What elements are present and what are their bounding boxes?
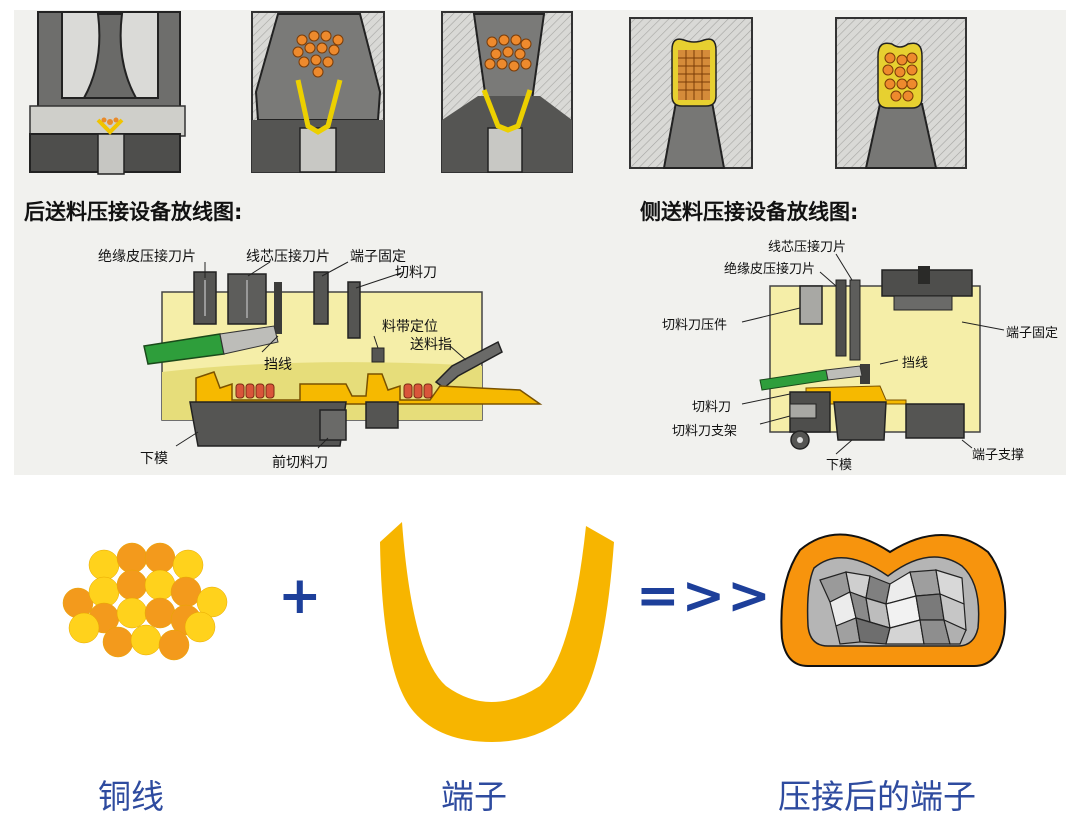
wire-sketch [143,325,279,365]
label-wire-stop-side: 挡线 [902,356,929,371]
label-cutter-bracket: 切料刀支架 [672,424,738,439]
label-terminal-support: 端子支撑 [972,448,1025,463]
cutter-bracket-sketch [789,391,831,450]
rear-feed-leader-lines [175,261,467,449]
lower-die-sketch [189,401,347,447]
wire-sketch-side [759,365,863,391]
label-front-cutter: 前切料刀 [272,455,328,471]
stage-5-sketch [835,17,967,169]
label-wire-stop: 挡线 [264,357,292,373]
terminal-fix-sketch-side [881,266,973,311]
terminal-fix-sketch [313,271,329,325]
stage-4-sketch [629,17,753,169]
terminal-icon [380,522,614,742]
label-feed-finger: 送料指 [410,337,452,353]
crimp-equation [62,522,1007,742]
rear-feed-diagram [143,261,543,449]
result-arrow: =>> [636,566,773,626]
copper-strands-icon [62,542,228,661]
label-cutter: 切料刀 [395,265,437,281]
label-core-blade-side: 线芯压接刀片 [768,240,847,255]
stage-3-sketch [441,11,573,173]
crimp-stages-sketch [29,11,967,175]
wire-stop-sketch [274,282,282,334]
caption-terminal: 端子 [441,777,507,816]
caption-crimped-terminal: 压接后的端子 [778,777,976,816]
side-feed-diagram [741,253,1005,455]
terminal-strip-sketch [195,371,543,405]
stage-2-sketch [251,11,385,173]
core-blade-sketch [227,273,267,325]
side-feed-leader-lines [741,253,1005,455]
label-cutter-side: 切料刀 [692,400,732,415]
terminal-support-sketch [905,403,965,439]
side-feed-title: 侧送料压接设备放线图: [640,200,859,224]
label-terminal-fix: 端子固定 [350,249,406,265]
label-lower-die: 下模 [140,451,168,467]
caption-copper-wire: 铜线 [98,777,164,816]
label-cutter-press: 切料刀压件 [662,318,728,333]
stage-1-sketch [29,11,186,175]
wire-stop-sketch-side [860,364,870,384]
rear-feed-title: 后送料压接设备放线图: [24,200,243,224]
cutter-press-sketch [799,285,823,325]
rear-lower-die-sketch [365,401,399,429]
plus-sign: + [278,566,322,626]
label-terminal-fix-side: 端子固定 [1006,326,1059,341]
label-lower-die-side: 下模 [826,458,853,473]
label-core-blade: 线芯压接刀片 [246,249,330,265]
core-blade-sketch-side [835,279,861,361]
label-strip-position: 料带定位 [382,319,438,335]
lower-die-sketch-side [833,401,887,441]
crimped-terminal-icon [780,533,1007,667]
cutter-sketch [347,281,361,339]
label-insulation-blade: 绝缘皮压接刀片 [98,249,196,265]
front-cutter-sketch [319,409,347,441]
label-insulation-blade-side: 绝缘皮压接刀片 [724,262,816,277]
